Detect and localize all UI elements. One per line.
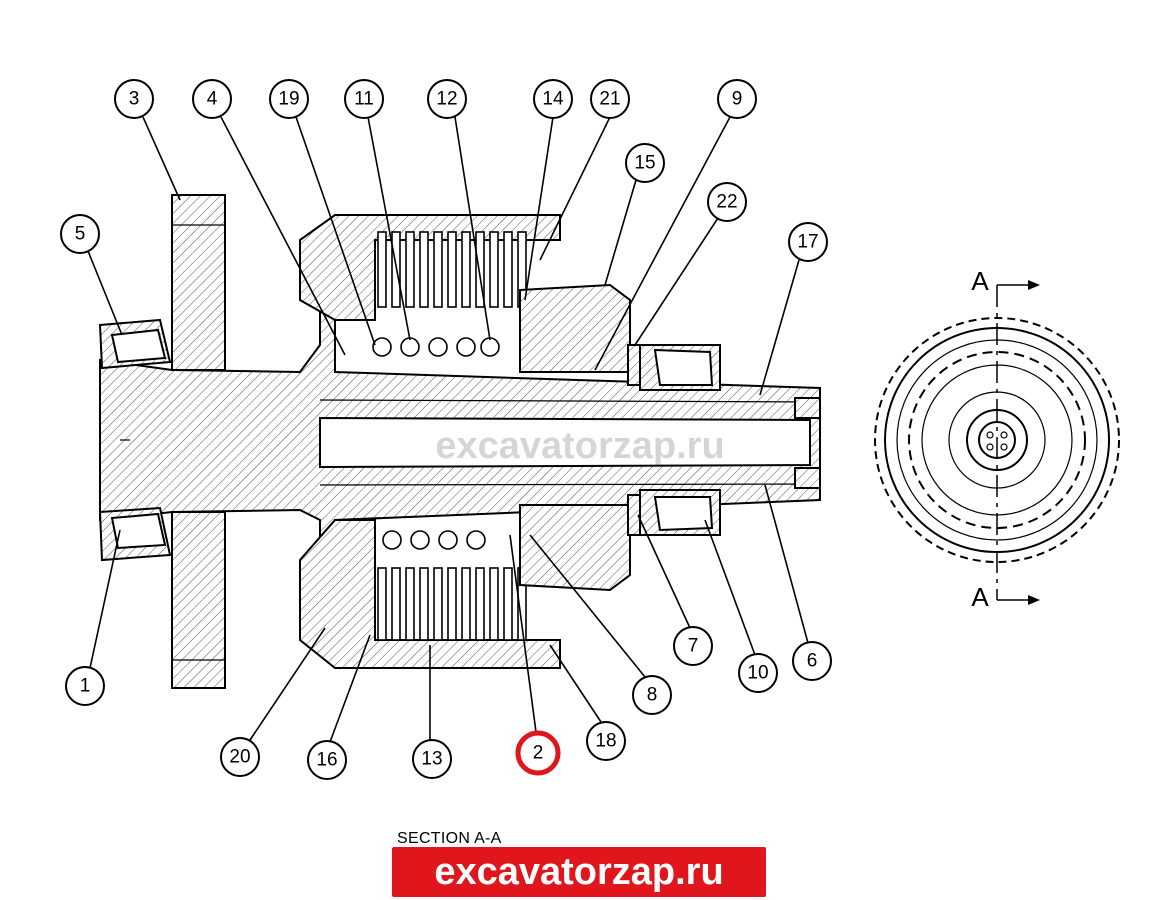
gear-hub (519, 283, 631, 373)
callout-10: 10 (738, 653, 778, 693)
spring-pack-bottom (382, 530, 486, 550)
callout-20: 20 (220, 737, 260, 777)
callout-3: 3 (114, 79, 154, 119)
clutch-disc-pack-bottom (377, 567, 527, 641)
section-letter-top: A (971, 266, 989, 296)
callout-21: 21 (590, 79, 630, 119)
svg-text:13: 13 (421, 749, 442, 770)
assembly-cross-section (98, 194, 821, 689)
section-label: SECTION A-A (397, 830, 502, 847)
spring-pack-top (372, 337, 500, 357)
callout-7: 7 (673, 626, 713, 666)
callout-12: 12 (427, 79, 467, 119)
callout-11: 11 (344, 79, 384, 119)
svg-text:12: 12 (436, 89, 457, 110)
svg-text:21: 21 (599, 89, 620, 110)
callout-14: 14 (533, 79, 573, 119)
svg-text:15: 15 (634, 153, 655, 174)
svg-text:19: 19 (278, 89, 299, 110)
svg-text:6: 6 (807, 651, 818, 672)
callout-13: 13 (412, 739, 452, 779)
svg-text:20: 20 (229, 747, 250, 768)
svg-text:10: 10 (747, 663, 768, 684)
svg-text:11: 11 (354, 89, 374, 110)
svg-text:18: 18 (595, 731, 616, 752)
svg-text:16: 16 (316, 750, 337, 771)
svg-text:9: 9 (732, 89, 743, 110)
svg-text:1: 1 (80, 676, 91, 697)
callout-19: 19 (269, 79, 309, 119)
callout-8: 8 (632, 675, 672, 715)
callout-5: 5 (60, 214, 100, 254)
callout-9: 9 (717, 79, 757, 119)
clutch-housing (299, 214, 561, 321)
svg-text:2: 2 (533, 743, 544, 764)
svg-text:17: 17 (797, 232, 818, 253)
leader-lines (87, 116, 809, 743)
svg-text:8: 8 (647, 685, 658, 706)
callout-1: 1 (65, 666, 105, 706)
section-line-a-a (996, 280, 1040, 605)
svg-text:4: 4 (207, 89, 218, 110)
shaft-bore (319, 416, 811, 469)
callout-2-highlighted: 2 (515, 730, 561, 776)
callout-4: 4 (192, 79, 232, 119)
callout-17: 17 (788, 222, 828, 262)
callout-18: 18 (586, 721, 626, 761)
callout-16: 16 (307, 740, 347, 780)
svg-text:3: 3 (129, 89, 140, 110)
callout-6: 6 (792, 641, 832, 681)
brand-banner: excavatorzap.ru (392, 847, 766, 897)
flange-gear (171, 194, 226, 371)
callout-15: 15 (625, 143, 665, 183)
clutch-disc-pack-top (377, 231, 527, 308)
section-letter-bottom: A (971, 582, 989, 612)
svg-text:14: 14 (542, 89, 564, 110)
svg-text:5: 5 (75, 224, 86, 245)
svg-text:7: 7 (688, 636, 699, 657)
watermark-text: excavatorzap.ru (435, 425, 724, 467)
callout-22: 22 (707, 182, 747, 222)
svg-text:22: 22 (716, 192, 737, 213)
